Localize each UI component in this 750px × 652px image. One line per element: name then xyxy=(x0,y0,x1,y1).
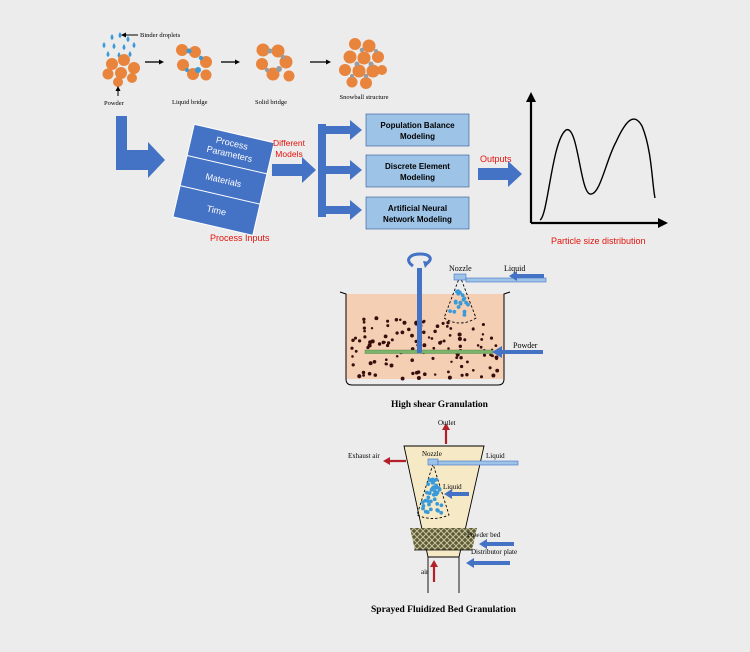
spray-cone-icon xyxy=(416,462,450,519)
stage-label-snowball: Snowball structure xyxy=(340,94,389,101)
impeller-shaft xyxy=(417,268,422,353)
fb-nozzle-label: Nozzle xyxy=(422,450,442,458)
liquid-bridge-particles-icon xyxy=(176,44,212,81)
liquid-pipe xyxy=(465,277,547,283)
hs-liquid-label: Liquid xyxy=(504,264,525,273)
powder-bed-arrow-icon xyxy=(479,539,514,549)
fb-distributor-label: Distributor plate xyxy=(471,548,517,556)
particle-size-distribution-plot xyxy=(526,92,668,228)
stage-label-liquid-bridge: Liquid bridge xyxy=(172,99,208,106)
fb-nozzle-body xyxy=(427,458,439,466)
nozzle-body xyxy=(453,273,467,281)
impeller-blade xyxy=(364,349,494,354)
stage-label-snowball-text: Snowball structure xyxy=(340,94,389,101)
powder-up-arrow-icon xyxy=(115,86,121,96)
solid-bridge-particles-icon xyxy=(256,43,295,82)
fb-liquid-arrow-icon xyxy=(444,489,469,499)
exhaust-arrow-icon xyxy=(383,457,406,465)
distributor-arrow-icon xyxy=(466,558,510,568)
outputs-label: Outputs xyxy=(480,154,512,164)
fb-powder-bed-label: Powder bed xyxy=(467,531,501,539)
high-shear-granulator: Nozzle Liquid Powder xyxy=(339,252,547,386)
stage-label-powder: Powder xyxy=(104,100,125,107)
fb-liquid-pipe xyxy=(437,460,519,466)
powder-in-arrow-icon xyxy=(492,346,543,358)
high-shear-title: High shear Granulation xyxy=(391,400,489,410)
fb-air-label: air xyxy=(421,568,429,576)
fb-outlet-label: Outlet xyxy=(438,419,456,427)
big-curved-arrow-icon xyxy=(116,116,165,178)
to-models-arrow-icon xyxy=(272,157,316,183)
input-row-time: Time xyxy=(206,203,227,217)
psd-curve xyxy=(539,118,656,221)
stage-label-solid-bridge: Solid bridge xyxy=(255,99,287,106)
outputs-arrow-icon xyxy=(478,161,522,187)
fb-liquid-spray-label: Liquid xyxy=(443,483,462,491)
fluidized-title: Sprayed Fluidized Bed Granulation xyxy=(371,605,517,615)
binder-droplets-icon xyxy=(102,32,136,58)
liquid-in-arrow-icon xyxy=(509,271,544,281)
process-inputs-block: ProcessParameters Materials Time xyxy=(172,123,275,236)
air-in-arrow-icon xyxy=(430,560,438,582)
spray-cone-icon xyxy=(443,274,477,324)
binder-label: Binder droplets xyxy=(140,32,181,39)
outlet-arrow-icon xyxy=(442,423,450,444)
fb-liquid-in-label: Liquid xyxy=(486,452,505,460)
mechanism-strip: Binder droplets Powder Liqu xyxy=(102,32,389,107)
model-branch-arrows-icon xyxy=(318,120,362,220)
rotation-arrow-icon xyxy=(407,252,432,268)
step-arrow-icon xyxy=(221,59,240,65)
snowball-particles-icon xyxy=(339,38,387,89)
hs-nozzle-label: Nozzle xyxy=(449,264,472,273)
binder-arrow-icon xyxy=(121,32,138,38)
step-arrow-icon xyxy=(145,59,164,65)
hs-powder-label: Powder xyxy=(513,341,538,350)
powder-particles-icon xyxy=(102,54,140,87)
fb-exhaust-label: Exhaust air xyxy=(348,452,380,460)
process-inputs-caption: Process Inputs xyxy=(210,233,270,243)
fluidized-bed-granulator: Nozzle Liquid Liquid Outlet Exhaust air … xyxy=(348,419,519,593)
step-arrow-icon xyxy=(310,59,331,65)
psd-label: Particle size distribution xyxy=(551,236,646,246)
